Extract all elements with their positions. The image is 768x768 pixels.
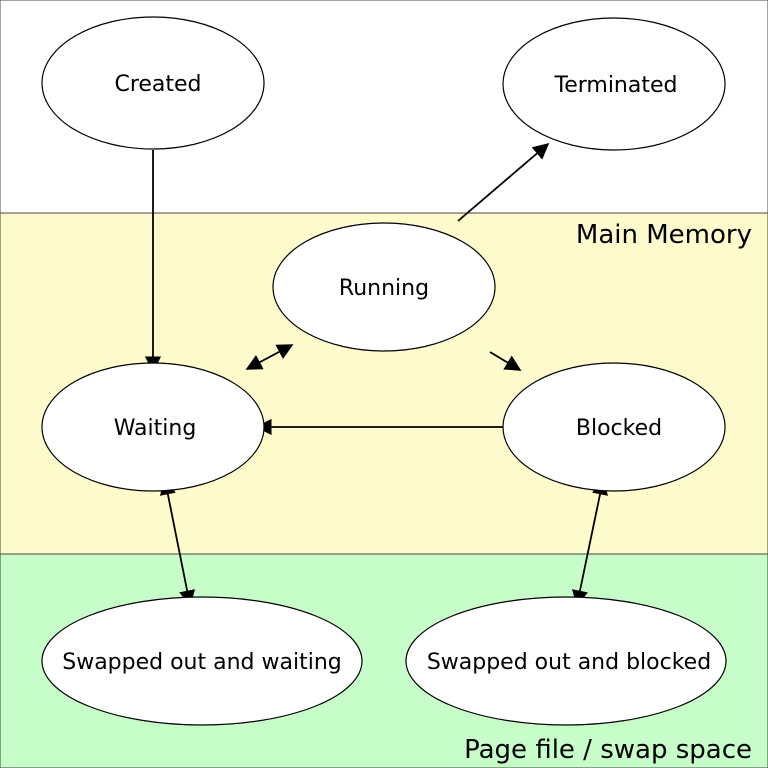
- state-waiting: Waiting: [41, 362, 265, 492]
- state-blocked-label: Blocked: [576, 416, 662, 441]
- state-waiting-label: Waiting: [114, 416, 197, 441]
- state-created: Created: [41, 16, 265, 150]
- state-running-label: Running: [339, 276, 429, 301]
- state-swapped-waiting: Swapped out and waiting: [41, 596, 363, 726]
- main-memory-label: Main Memory: [576, 220, 752, 250]
- edge-running-to-blocked: [489, 351, 522, 371]
- state-swapped-waiting-label: Swapped out and waiting: [62, 650, 342, 675]
- edge-waiting-running: [245, 344, 294, 370]
- state-terminated-label: Terminated: [554, 73, 678, 98]
- edge-waiting-swapped: [159, 478, 196, 607]
- page-file-label: Page file / swap space: [464, 735, 752, 765]
- state-blocked: Blocked: [502, 362, 726, 492]
- state-terminated: Terminated: [502, 17, 726, 151]
- edge-running-to-terminated: [457, 142, 550, 222]
- state-swapped-blocked-label: Swapped out and blocked: [427, 650, 711, 675]
- state-running: Running: [272, 222, 496, 352]
- state-swapped-blocked: Swapped out and blocked: [405, 596, 727, 726]
- edge-blocked-swapped: [572, 478, 608, 607]
- state-created-label: Created: [114, 72, 201, 97]
